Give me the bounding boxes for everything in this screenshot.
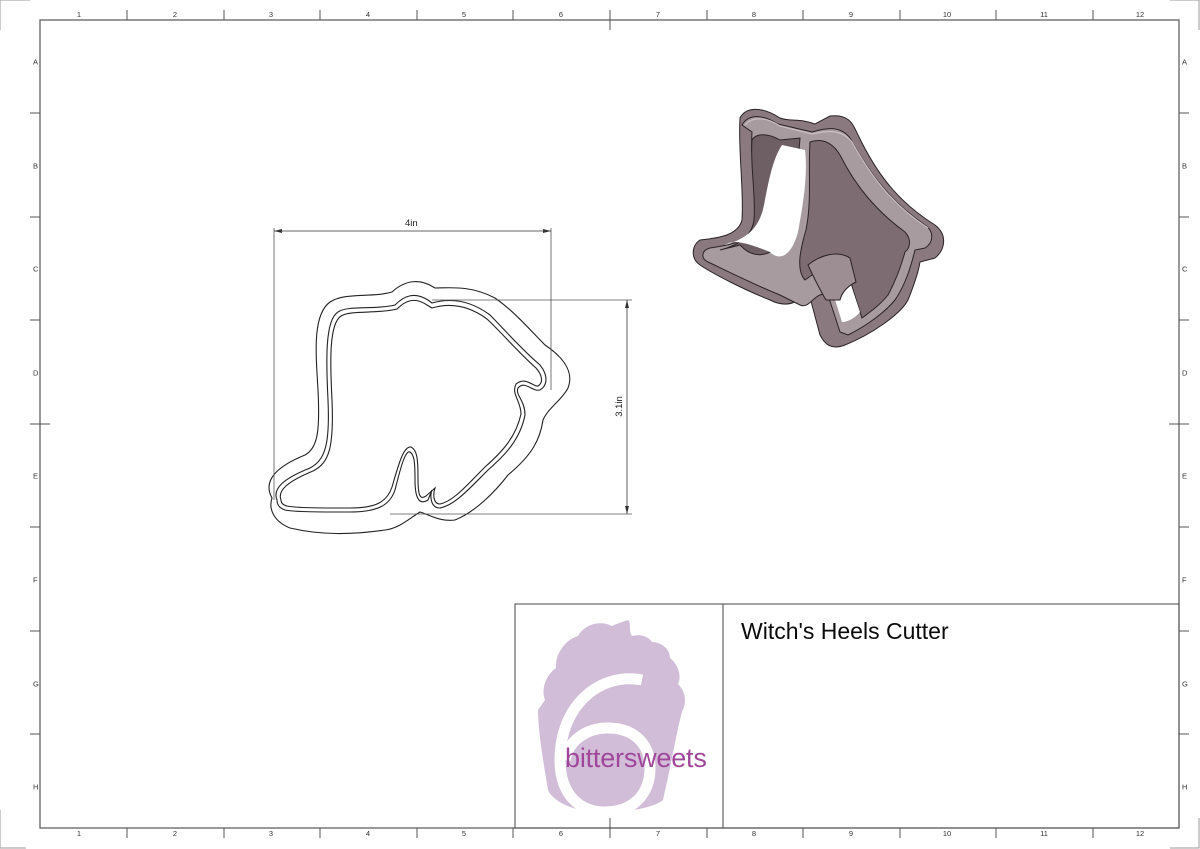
column-label: 3 bbox=[268, 10, 274, 19]
brand-name: bittersweets bbox=[565, 743, 707, 773]
row-label: C bbox=[33, 264, 39, 274]
row-label: B bbox=[33, 161, 39, 171]
drawing-title: Witch's Heels Cutter bbox=[741, 618, 949, 644]
row-label: G bbox=[33, 679, 39, 689]
column-label: 5 bbox=[461, 829, 467, 838]
row-label: H bbox=[33, 782, 39, 792]
column-label: 1 bbox=[76, 10, 82, 19]
column-label: 11 bbox=[1040, 829, 1048, 838]
column-label: 8 bbox=[751, 829, 757, 838]
title-block bbox=[514, 603, 1180, 829]
column-label: 7 bbox=[655, 829, 661, 838]
column-label: 12 bbox=[1135, 10, 1145, 19]
column-label: 5 bbox=[461, 10, 467, 19]
column-label: 7 bbox=[655, 10, 661, 19]
column-label: 10 bbox=[942, 829, 952, 838]
cutter-outline-2d bbox=[268, 228, 632, 535]
column-label: 4 bbox=[365, 10, 371, 19]
column-label: 2 bbox=[172, 829, 178, 838]
column-label: 6 bbox=[558, 829, 564, 838]
row-label: H bbox=[1182, 782, 1188, 792]
column-label: 11 bbox=[1040, 10, 1048, 19]
column-label: 1 bbox=[76, 829, 82, 838]
row-label: G bbox=[1182, 679, 1188, 689]
cutter-isometric-3d bbox=[692, 108, 945, 348]
column-label: 12 bbox=[1135, 829, 1145, 838]
column-label: 9 bbox=[848, 829, 854, 838]
column-label: 10 bbox=[942, 10, 952, 19]
row-label: A bbox=[1182, 57, 1188, 67]
column-label: 2 bbox=[172, 10, 178, 19]
column-label: 8 bbox=[751, 10, 757, 19]
row-label: E bbox=[1182, 471, 1188, 481]
row-label: F bbox=[1182, 575, 1187, 585]
row-label: E bbox=[33, 471, 39, 481]
column-label: 9 bbox=[848, 10, 854, 19]
row-label: C bbox=[1182, 264, 1188, 274]
height-dimension: 3.1in bbox=[613, 396, 625, 417]
column-label: 6 bbox=[558, 10, 564, 19]
width-dimension: 4in bbox=[405, 218, 418, 229]
row-label: A bbox=[33, 57, 39, 67]
bittersweets-logo-icon bbox=[538, 620, 685, 818]
column-label: 4 bbox=[365, 829, 371, 838]
row-label: D bbox=[33, 368, 39, 378]
row-label: F bbox=[33, 575, 38, 585]
column-label: 3 bbox=[268, 829, 274, 838]
row-label: B bbox=[1182, 161, 1188, 171]
row-label: D bbox=[1182, 368, 1188, 378]
